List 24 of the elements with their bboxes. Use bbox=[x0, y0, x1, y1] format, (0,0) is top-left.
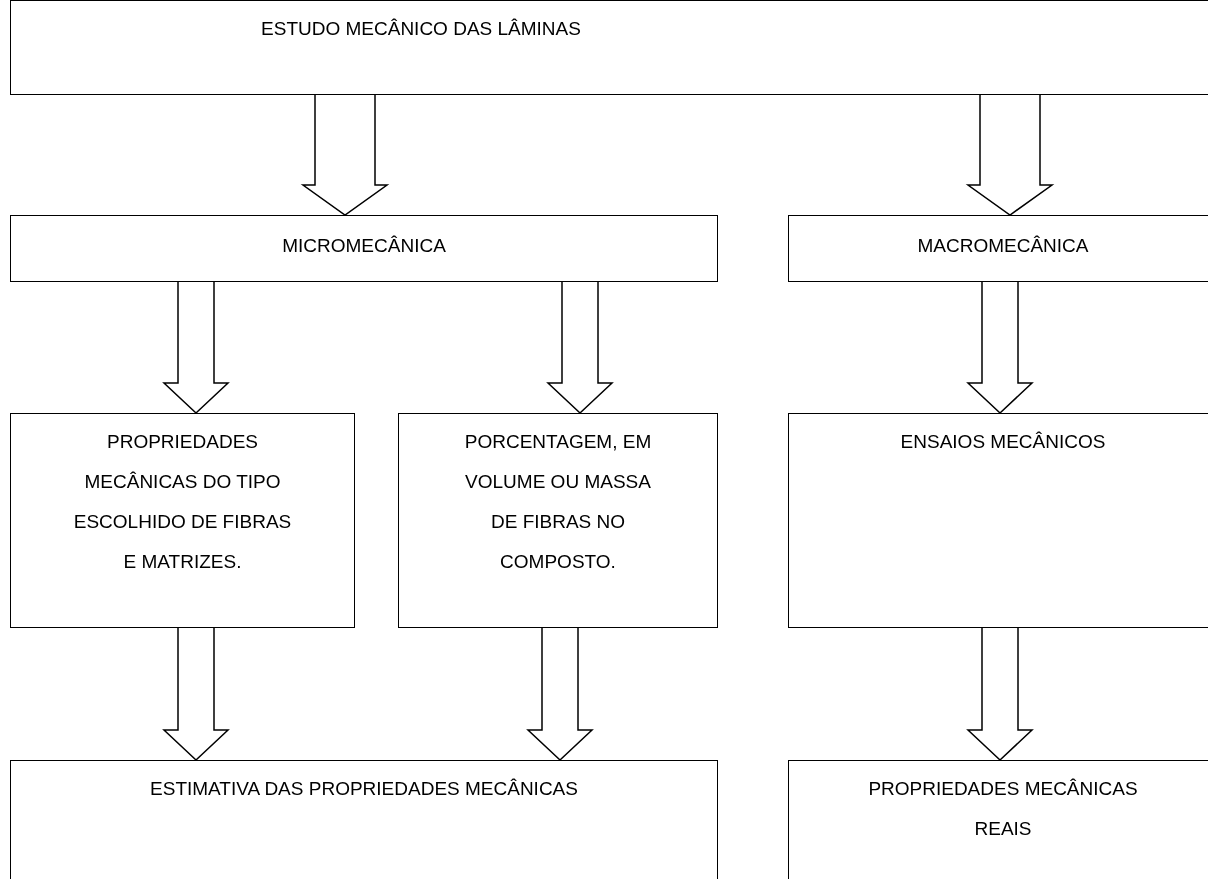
box-label: ENSAIOS MECÂNICOS bbox=[899, 430, 1107, 454]
box-label: ESTIMATIVA DAS PROPRIEDADES MECÂNICAS bbox=[149, 777, 579, 801]
block-arrow bbox=[162, 627, 230, 762]
box-label: PROPRIEDADES MECÂNICAS REAIS bbox=[867, 777, 1139, 841]
block-arrow bbox=[966, 281, 1034, 415]
block-arrow bbox=[300, 94, 390, 216]
block-arrow bbox=[162, 281, 230, 415]
block-arrow bbox=[546, 281, 614, 415]
box-label: PROPRIEDADES MECÂNICAS DO TIPO ESCOLHIDO DE FIBRAS E MATRIZES. bbox=[72, 430, 293, 574]
process-box bbox=[10, 760, 718, 879]
process-box bbox=[788, 215, 1208, 282]
box-label: MICROMECÂNICA bbox=[281, 234, 447, 258]
process-box bbox=[10, 0, 1208, 95]
process-box bbox=[398, 413, 718, 628]
box-label: ESTUDO MECÂNICO DAS LÂMINAS bbox=[260, 17, 582, 41]
block-arrow bbox=[526, 627, 594, 762]
process-box bbox=[10, 215, 718, 282]
block-arrow bbox=[966, 627, 1034, 762]
box-label: MACROMECÂNICA bbox=[916, 234, 1090, 258]
process-box bbox=[10, 413, 355, 628]
process-box bbox=[788, 413, 1208, 628]
block-arrow bbox=[965, 94, 1055, 216]
box-label: PORCENTAGEM, EM VOLUME OU MASSA DE FIBRAS NO COMPOSTO. bbox=[463, 430, 653, 574]
process-box bbox=[788, 760, 1208, 879]
